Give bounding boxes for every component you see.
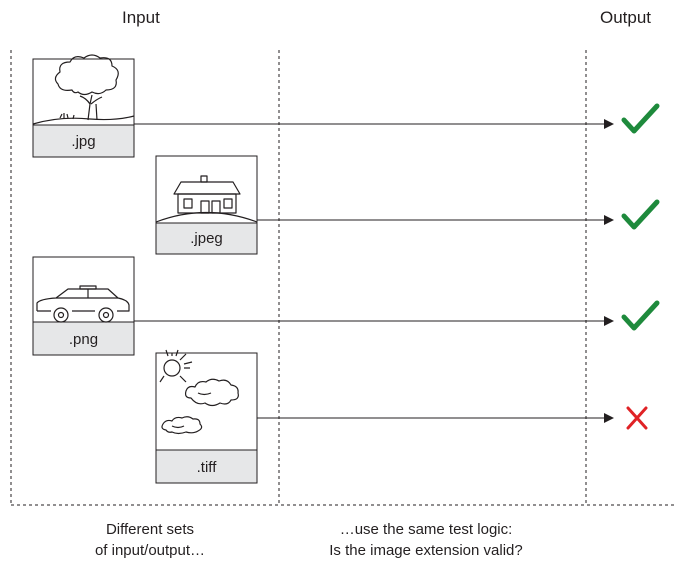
check-icon xyxy=(621,199,660,230)
card-label-tiff: .tiff xyxy=(197,459,218,476)
card-label-png: .png xyxy=(69,331,98,348)
card-tiff: .tiff xyxy=(155,349,258,484)
card-jpeg: .jpeg xyxy=(155,155,258,255)
logic-caption: …use the same test logic: Is the image e… xyxy=(300,519,552,561)
input-caption-line1: Different sets xyxy=(105,521,195,538)
card-png: .png xyxy=(32,256,135,356)
check-icon xyxy=(621,103,660,134)
house-icon xyxy=(155,175,258,223)
input-caption: Different sets of input/output… xyxy=(60,519,240,561)
check-icon xyxy=(621,300,660,331)
card-jpg: .jpg xyxy=(32,54,135,158)
label-band xyxy=(32,124,135,158)
cross-icon xyxy=(626,406,648,430)
sun-clouds-icon xyxy=(159,349,239,435)
label-band xyxy=(155,449,258,484)
logic-caption-line1: …use the same test logic: xyxy=(339,521,513,538)
input-caption-line2: of input/output… xyxy=(94,542,206,559)
label-band xyxy=(155,222,258,255)
input-header: Input xyxy=(122,8,160,27)
label-band xyxy=(32,321,135,356)
logic-caption-line2: Is the image extension valid? xyxy=(329,542,523,559)
output-header: Output xyxy=(600,8,652,27)
card-label-jpeg: .jpeg xyxy=(190,230,223,247)
car-icon xyxy=(36,285,130,323)
card-label-jpg: .jpg xyxy=(71,133,95,150)
tree-icon xyxy=(32,54,135,125)
arrows xyxy=(134,119,614,423)
output-marks xyxy=(621,103,660,430)
dashed-frame xyxy=(10,50,676,506)
